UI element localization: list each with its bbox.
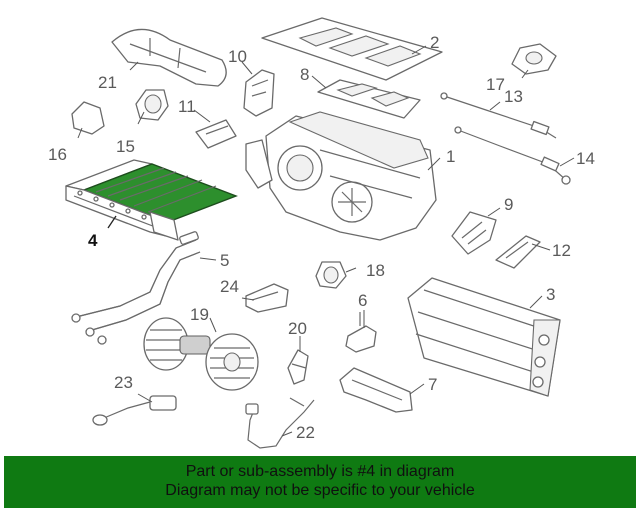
callout-11[interactable]: 11 <box>178 97 196 116</box>
callout-6[interactable]: 6 <box>358 291 367 310</box>
part-10-bracket[interactable] <box>243 69 275 117</box>
callout-14[interactable]: 14 <box>576 149 595 168</box>
part-21-upper-duct[interactable] <box>111 28 227 87</box>
banner-line-part-number: Part or sub-assembly is #4 in diagram <box>185 463 455 480</box>
leader-lines <box>77 45 575 437</box>
part-4-heater-core[interactable] <box>65 159 238 241</box>
callout-5[interactable]: 5 <box>220 251 229 270</box>
part-14-control-rod[interactable] <box>454 126 571 185</box>
part-20-clip[interactable] <box>287 349 309 385</box>
part-15-grommet[interactable] <box>135 89 169 121</box>
part-12-actuator[interactable] <box>495 235 541 269</box>
part-17-cap[interactable] <box>511 43 557 75</box>
part-22-wiring-harness[interactable] <box>245 397 315 449</box>
part-7-duct[interactable] <box>339 367 413 413</box>
callout-1[interactable]: 1 <box>446 147 455 166</box>
callout-4-highlighted[interactable]: 4 <box>88 231 98 250</box>
exploded-parts-diagram: 1 2 3 4 5 6 7 8 9 10 11 12 13 14 15 16 1… <box>48 17 595 449</box>
part-11-switch[interactable] <box>195 119 237 149</box>
callout-10[interactable]: 10 <box>228 47 247 66</box>
info-banner: Part or sub-assembly is #4 in diagram Di… <box>4 456 636 508</box>
callout-22[interactable]: 22 <box>296 423 315 442</box>
part-3-evaporator-core[interactable] <box>407 277 561 397</box>
part-23-sensor-lead[interactable] <box>92 395 177 426</box>
part-19-blower-motor[interactable] <box>143 317 259 391</box>
part-5-heater-hoses[interactable] <box>71 231 201 345</box>
callout-15[interactable]: 15 <box>116 137 135 156</box>
callout-19[interactable]: 19 <box>190 305 209 324</box>
callout-21[interactable]: 21 <box>98 73 117 92</box>
callout-2[interactable]: 2 <box>430 33 439 52</box>
callout-24[interactable]: 24 <box>220 277 239 296</box>
part-2-gasket-tray[interactable] <box>261 17 443 81</box>
callout-16[interactable]: 16 <box>48 145 67 164</box>
banner-line-disclaimer: Diagram may not be specific to your vehi… <box>165 482 475 499</box>
part-6-sensor[interactable] <box>345 312 377 353</box>
callout-23[interactable]: 23 <box>114 373 133 392</box>
callout-7[interactable]: 7 <box>428 375 437 394</box>
part-8-filter-door[interactable] <box>317 79 421 119</box>
callout-12[interactable]: 12 <box>552 241 571 260</box>
part-9-actuator[interactable] <box>451 211 497 255</box>
callout-9[interactable]: 9 <box>504 195 513 214</box>
callout-8[interactable]: 8 <box>300 65 309 84</box>
part-1-hvac-housing[interactable] <box>245 111 437 241</box>
part-18-grommet[interactable] <box>315 261 347 289</box>
callout-17[interactable]: 17 <box>486 75 505 94</box>
callout-20[interactable]: 20 <box>288 319 307 338</box>
callout-3[interactable]: 3 <box>546 285 555 304</box>
part-16-pad[interactable] <box>71 101 105 135</box>
part-24-resistor[interactable] <box>245 283 289 313</box>
callout-13[interactable]: 13 <box>504 87 523 106</box>
callout-18[interactable]: 18 <box>366 261 385 280</box>
part-13-control-rod[interactable] <box>440 92 557 139</box>
